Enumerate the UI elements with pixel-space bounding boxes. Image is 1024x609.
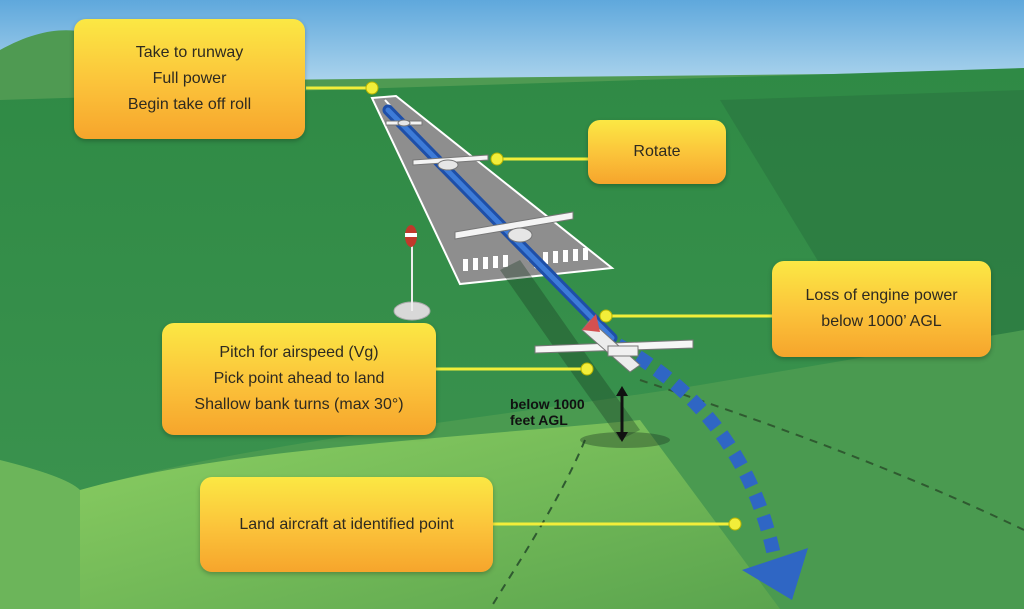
altitude-arrow-up-icon [616,386,628,396]
callout-line: Land aircraft at identified point [239,515,454,533]
callout-pitch: Pitch for airspeed (Vg) Pick point ahead… [162,323,436,435]
callout-line: Take to runway [135,44,244,61]
callout-land: Land aircraft at identified point [200,477,493,572]
leader-dots [365,81,742,531]
callout-takeoff: Take to runway Full power Begin take off… [74,19,305,139]
descent-path [614,338,782,562]
callout-line: Rotate [633,143,681,160]
descent-arrow-head [742,548,808,600]
callout-line: Pitch for airspeed (Vg) [219,344,379,361]
runway-threshold-markings [463,248,588,271]
aircraft-shadow [580,432,670,448]
callout-engine-loss: Loss of engine power below 1000’ AGL [772,261,991,357]
callout-line: Begin take off roll [127,96,252,113]
callout-line: below 1000’ AGL [821,313,942,330]
callout-line: Full power [152,70,227,87]
airplane-icon [412,154,489,171]
leader-lines [306,86,772,526]
callout-rotate: Rotate [588,120,726,184]
airplane-icon [385,119,423,127]
altitude-label: below 1000 feet AGL [510,396,585,428]
altitude-label-line: below 1000 [510,396,585,412]
callout-line: Pick point ahead to land [213,370,385,387]
airplane-icon [454,211,574,243]
callout-line: Loss of engine power [805,287,958,304]
windsock-icon [393,225,431,321]
altitude-arrow-down-icon [616,432,628,442]
airplane-icon [534,314,694,373]
callout-line: Shallow bank turns (max 30°) [194,396,404,413]
field-patch [0,460,80,609]
altitude-label-line: feet AGL [510,412,568,428]
runway [370,94,615,286]
field-boundary-line [639,379,1024,531]
field-boundary-line [489,439,586,609]
